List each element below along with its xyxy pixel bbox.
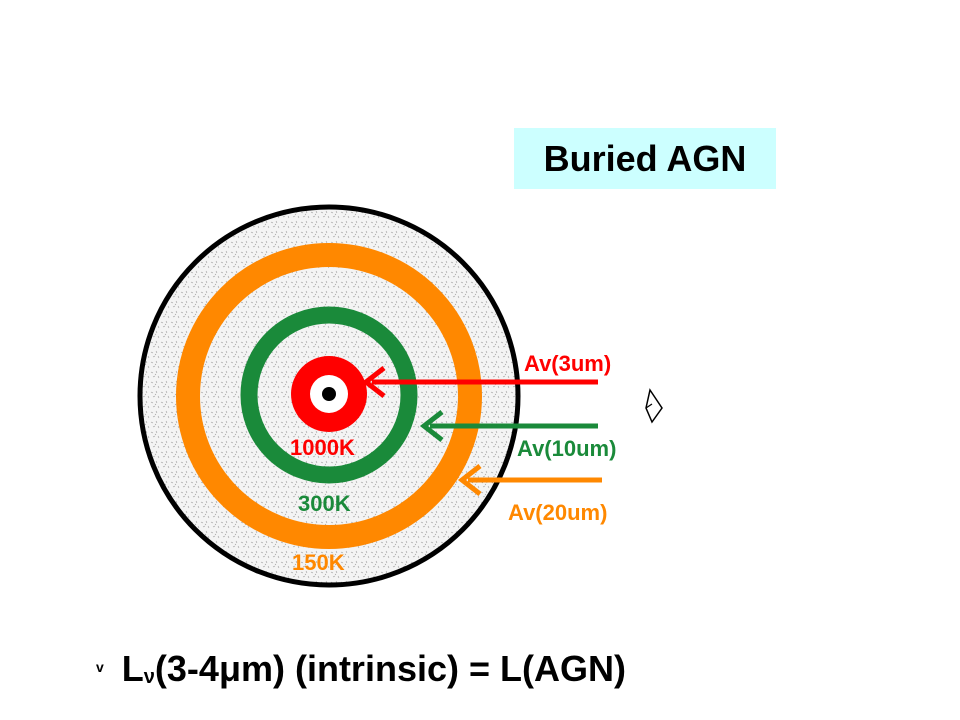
agn-diagram: 1000K 300K 150K Av(3um) Av(10um) Av(20um… bbox=[137, 204, 663, 588]
title-text: Buried AGN bbox=[543, 137, 747, 179]
arrow-av-20um bbox=[457, 464, 602, 496]
zone-label-300k: 300K bbox=[298, 491, 351, 516]
arrow-label-av-20um: Av(20um) bbox=[508, 500, 607, 525]
arrow-label-av-10um: Av(10um) bbox=[517, 436, 616, 461]
ring-150k bbox=[176, 243, 482, 549]
formula-lhs-subscript: ν bbox=[143, 666, 155, 688]
zone-label-150k: 150K bbox=[292, 550, 345, 575]
bullet-marker: v bbox=[96, 659, 104, 676]
arrow-label-av-3um: Av(3um) bbox=[524, 351, 611, 376]
formula-lhs-symbol: L bbox=[121, 648, 144, 689]
formula-rest: (3-4μm) (intrinsic) = L(AGN) bbox=[154, 648, 626, 689]
title-box: Buried AGN bbox=[514, 128, 776, 189]
arrow-av-10um bbox=[419, 410, 598, 442]
zone-label-1000k: 1000K bbox=[290, 435, 355, 460]
arrow-av-3um bbox=[361, 366, 598, 398]
agn-nucleus bbox=[322, 387, 336, 401]
ring-300k bbox=[240, 306, 418, 484]
eye-icon bbox=[645, 388, 663, 424]
